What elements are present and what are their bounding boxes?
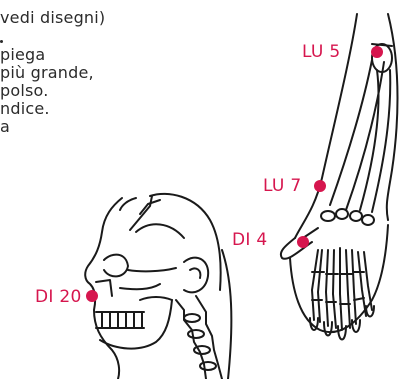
point-lu7-label: LU 7 — [263, 176, 302, 196]
point-di20-dot[interactable] — [86, 290, 98, 302]
point-di4-label: DI 4 — [232, 230, 268, 250]
point-di20-label: DI 20 — [35, 287, 82, 307]
point-lu5-dot[interactable] — [371, 46, 383, 58]
point-lu5-label: LU 5 — [302, 42, 341, 62]
point-lu7-dot[interactable] — [314, 180, 326, 192]
point-di4-dot[interactable] — [297, 236, 309, 248]
